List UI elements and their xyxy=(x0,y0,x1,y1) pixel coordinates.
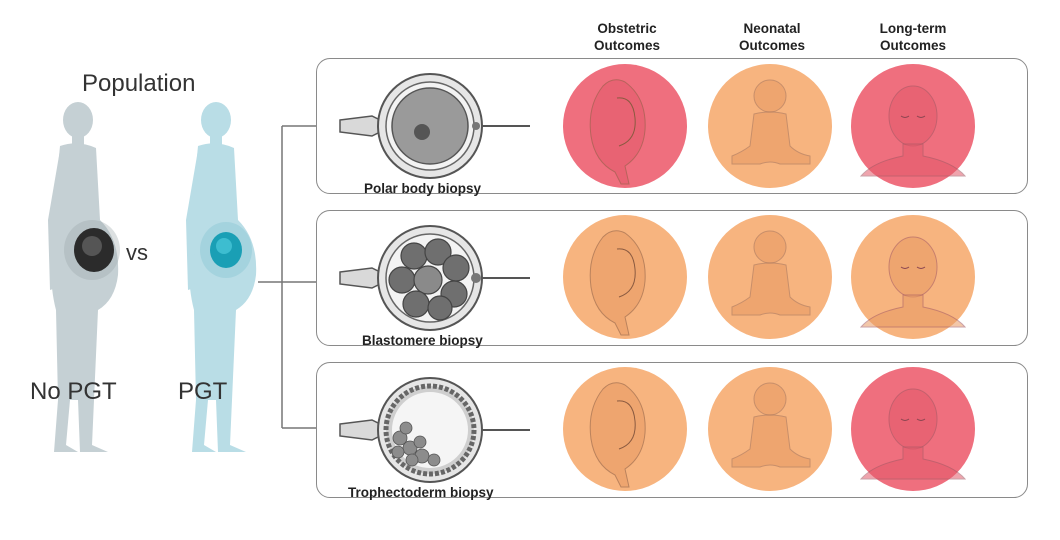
connector-bracket xyxy=(258,125,316,429)
no-pgt-label: No PGT xyxy=(30,378,117,405)
neonatal-illustration-icon xyxy=(731,382,811,468)
obstetric-illustration-icon xyxy=(589,230,646,336)
header-neonatal-line1: Neonatal xyxy=(743,21,801,36)
vs-label: vs xyxy=(126,240,148,265)
header-obstetric-line1: Obstetric xyxy=(597,21,657,36)
obstetric-illustration-icon xyxy=(589,79,646,185)
outcome-longterm-row1-red xyxy=(851,64,975,188)
population-title: Population xyxy=(82,70,196,97)
blastocyst-icon xyxy=(339,377,530,483)
oocyte-polar-body-icon xyxy=(339,73,530,179)
obstetric-illustration-icon xyxy=(589,382,646,488)
outcome-longterm-row3-red xyxy=(851,367,975,491)
neonatal-illustration-icon xyxy=(731,230,811,316)
cleavage-embryo-icon xyxy=(339,225,530,331)
outcome-neonatal-row3-orange xyxy=(708,367,832,491)
header-neonatal-outcomes: Neonatal Outcomes xyxy=(707,20,837,54)
header-longterm-line2: Outcomes xyxy=(879,38,947,53)
biopsy-label-polar-body: Polar body biopsy xyxy=(364,181,482,196)
header-longterm-outcomes: Long-term Outcomes xyxy=(848,20,978,54)
outcome-obstetric-row2-orange xyxy=(563,215,687,339)
longterm-illustration-icon xyxy=(859,236,967,328)
outcome-neonatal-row2-orange xyxy=(708,215,832,339)
longterm-illustration-icon xyxy=(859,388,967,480)
pregnant-woman-teal-icon xyxy=(186,102,257,452)
header-neonatal-line2: Outcomes xyxy=(738,38,806,53)
outcome-obstetric-row3-orange xyxy=(563,367,687,491)
outcome-longterm-row2-orange xyxy=(851,215,975,339)
outcome-obstetric-row1-red xyxy=(563,64,687,188)
outcome-neonatal-row1-orange xyxy=(708,64,832,188)
pgt-label: PGT xyxy=(178,378,228,405)
header-longterm-line1: Long-term xyxy=(879,21,947,36)
header-obstetric-line2: Outcomes xyxy=(593,38,661,53)
biopsy-label-blastomere: Blastomere biopsy xyxy=(362,333,483,348)
header-obstetric-outcomes: Obstetric Outcomes xyxy=(562,20,692,54)
biopsy-label-trophectoderm: Trophectoderm biopsy xyxy=(348,485,494,500)
neonatal-illustration-icon xyxy=(731,79,811,165)
longterm-illustration-icon xyxy=(859,85,967,177)
pregnant-woman-gray-icon xyxy=(48,102,120,452)
